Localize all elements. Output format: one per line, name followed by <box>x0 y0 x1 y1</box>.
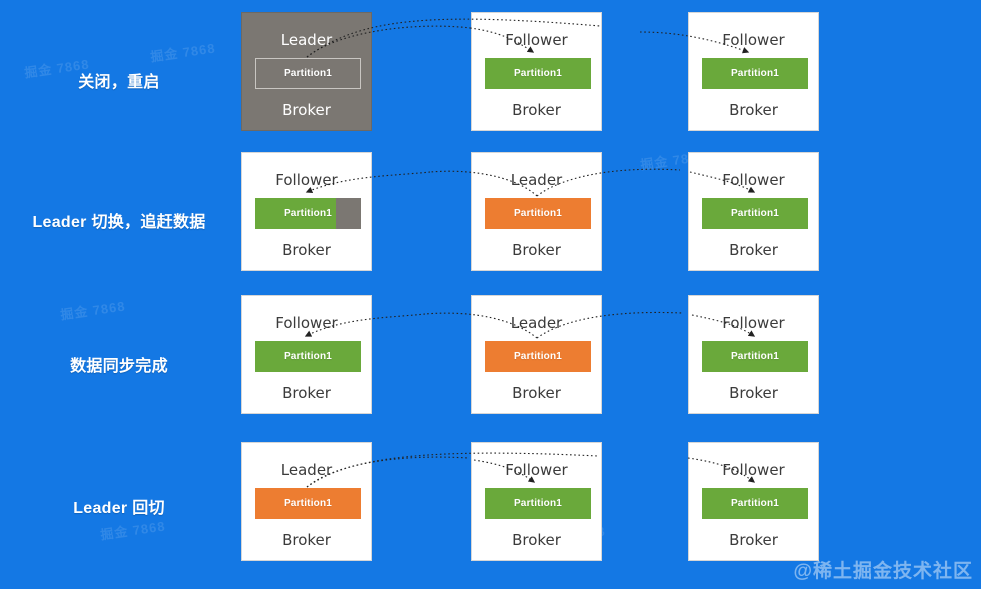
broker-card-r3c2[interactable]: Leader Partition1 Broker <box>471 295 602 414</box>
partition-bar[interactable]: Partition1 <box>255 58 361 89</box>
partition-fill <box>702 341 808 372</box>
partition-label: Partition1 <box>513 498 563 509</box>
broker-label: Broker <box>729 531 778 549</box>
partition-label: Partition1 <box>513 208 563 219</box>
broker-card-r4c2[interactable]: Follower Partition1 Broker <box>471 442 602 561</box>
broker-label: Broker <box>512 241 561 259</box>
partition-fill <box>255 488 361 519</box>
role-label: Follower <box>275 171 338 189</box>
partition-label: Partition1 <box>730 498 780 509</box>
partition-bar[interactable]: Partition1 <box>255 198 361 229</box>
partition-bar[interactable]: Partition1 <box>702 198 808 229</box>
broker-label: Broker <box>282 384 331 402</box>
partition-bar[interactable]: Partition1 <box>702 341 808 372</box>
broker-card-r1c3[interactable]: Follower Partition1 Broker <box>688 12 819 131</box>
row-label-2: Leader 切换，追赶数据 <box>32 214 206 231</box>
broker-label: Broker <box>282 101 331 119</box>
partition-fill <box>255 198 336 229</box>
broker-label: Broker <box>282 241 331 259</box>
faint-watermark: 掘金 7868 <box>59 298 127 323</box>
partition-fill <box>485 341 591 372</box>
partition-fill <box>702 58 808 89</box>
row-label-3: 数据同步完成 <box>70 358 168 375</box>
broker-card-r2c1[interactable]: Follower Partition1 Broker <box>241 152 372 271</box>
broker-card-r3c1[interactable]: Follower Partition1 Broker <box>241 295 372 414</box>
role-label: Leader <box>280 461 333 479</box>
faint-watermark: 掘金 7868 <box>149 40 217 65</box>
partition-bar[interactable]: Partition1 <box>702 488 808 519</box>
row-label-1: 关闭，重启 <box>78 74 160 91</box>
broker-label: Broker <box>512 384 561 402</box>
role-label: Follower <box>722 31 785 49</box>
broker-label: Broker <box>729 241 778 259</box>
broker-label: Broker <box>729 101 778 119</box>
partition-fill <box>485 488 591 519</box>
broker-label: Broker <box>512 101 561 119</box>
broker-label: Broker <box>729 384 778 402</box>
partition-label: Partition1 <box>513 351 563 362</box>
role-label: Follower <box>505 461 568 479</box>
broker-card-r3c3[interactable]: Follower Partition1 Broker <box>688 295 819 414</box>
partition-fill <box>485 58 591 89</box>
partition-bar[interactable]: Partition1 <box>485 58 591 89</box>
partition-label: Partition1 <box>730 351 780 362</box>
partition-fill <box>702 488 808 519</box>
partition-label: Partition1 <box>283 498 333 509</box>
partition-bar[interactable]: Partition1 <box>485 341 591 372</box>
partition-label: Partition1 <box>283 208 333 219</box>
faint-watermark: 掘金 7868 <box>99 518 167 543</box>
broker-label: Broker <box>512 531 561 549</box>
partition-fill <box>255 58 361 89</box>
partition-label: Partition1 <box>283 351 333 362</box>
role-label: Leader <box>280 31 333 49</box>
partition-bar[interactable]: Partition1 <box>485 198 591 229</box>
partition-fill <box>255 341 361 372</box>
role-label: Follower <box>275 314 338 332</box>
role-label: Leader <box>510 314 563 332</box>
role-label: Follower <box>722 171 785 189</box>
partition-bar[interactable]: Partition1 <box>255 341 361 372</box>
role-label: Follower <box>505 31 568 49</box>
role-label: Follower <box>722 314 785 332</box>
broker-card-r4c1[interactable]: Leader Partition1 Broker <box>241 442 372 561</box>
broker-card-r4c3[interactable]: Follower Partition1 Broker <box>688 442 819 561</box>
partition-label: Partition1 <box>513 68 563 79</box>
partition-bar[interactable]: Partition1 <box>255 488 361 519</box>
partition-label: Partition1 <box>730 208 780 219</box>
partition-fill <box>485 198 591 229</box>
partition-bar[interactable]: Partition1 <box>485 488 591 519</box>
row-label-4: Leader 回切 <box>73 500 165 517</box>
broker-card-r2c3[interactable]: Follower Partition1 Broker <box>688 152 819 271</box>
role-label: Follower <box>722 461 785 479</box>
broker-card-r1c1[interactable]: Leader Partition1 Broker <box>241 12 372 131</box>
community-watermark: @稀土掘金技术社区 <box>793 561 973 582</box>
broker-card-r1c2[interactable]: Follower Partition1 Broker <box>471 12 602 131</box>
role-label: Leader <box>510 171 563 189</box>
broker-card-r2c2[interactable]: Leader Partition1 Broker <box>471 152 602 271</box>
partition-fill <box>702 198 808 229</box>
partition-label: Partition1 <box>283 68 333 79</box>
broker-label: Broker <box>282 531 331 549</box>
partition-bar[interactable]: Partition1 <box>702 58 808 89</box>
partition-label: Partition1 <box>730 68 780 79</box>
